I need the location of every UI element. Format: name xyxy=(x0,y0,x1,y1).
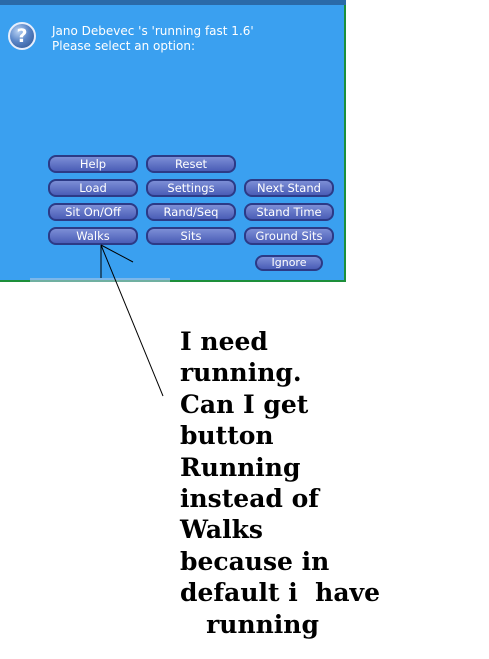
walks-button[interactable]: Walks xyxy=(48,227,138,245)
note-line: I need xyxy=(180,327,268,356)
note-line: running. xyxy=(180,358,302,388)
script-dialog: ? Jano Debevec 's 'running fast 1.6' Ple… xyxy=(0,0,346,282)
settings-button[interactable]: Settings xyxy=(146,179,236,197)
dialog-prompt-line: Please select an option: xyxy=(52,39,195,53)
ground-sits-button[interactable]: Ground Sits xyxy=(244,227,334,245)
dialog-message: Jano Debevec 's 'running fast 1.6' Pleas… xyxy=(52,24,332,54)
note-line: because in xyxy=(180,546,330,576)
rand-seq-button[interactable]: Rand/Seq xyxy=(146,203,236,221)
stand-time-button[interactable]: Stand Time xyxy=(244,203,334,221)
reset-button[interactable]: Reset xyxy=(146,155,236,173)
note-line: running xyxy=(180,609,319,639)
note-line: button xyxy=(180,421,274,451)
annotation-note: I need running. Can I get button Running… xyxy=(180,326,480,640)
note-line: instead of xyxy=(180,484,320,514)
sits-button[interactable]: Sits xyxy=(146,227,236,245)
note-line: default i have xyxy=(180,578,380,608)
note-line: Can I get xyxy=(180,389,309,419)
help-button[interactable]: Help xyxy=(48,155,138,173)
sit-on-off-button[interactable]: Sit On/Off xyxy=(48,203,138,221)
load-button[interactable]: Load xyxy=(48,179,138,197)
dialog-title-line: Jano Debevec 's 'running fast 1.6' xyxy=(52,24,254,38)
dialog-bottom-strip xyxy=(30,278,170,282)
question-mark-icon: ? xyxy=(8,22,36,50)
next-stand-button[interactable]: Next Stand xyxy=(244,179,334,197)
note-line: Running xyxy=(180,452,301,482)
ignore-button[interactable]: Ignore xyxy=(255,255,323,271)
window-top-strip xyxy=(0,0,346,5)
note-line: Walks xyxy=(180,515,263,545)
